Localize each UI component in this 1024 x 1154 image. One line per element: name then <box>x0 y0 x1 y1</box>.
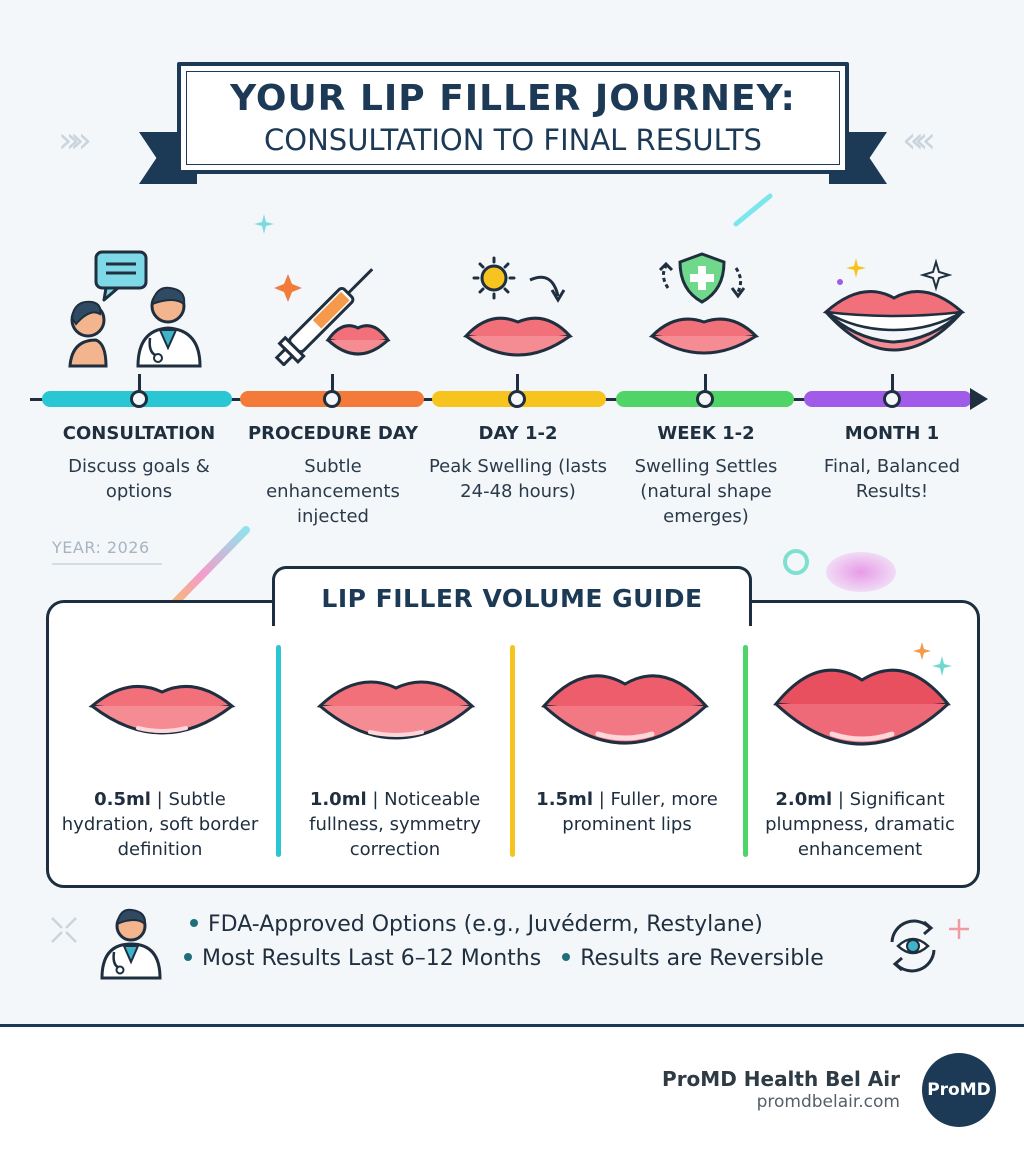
bullet-text: Most Results Last 6–12 Months <box>202 946 542 971</box>
stage-description: Peak Swelling (lasts 24-48 hours) <box>428 456 608 502</box>
bullet-results-row: Most Results Last 6–12 Months Results ar… <box>184 946 824 971</box>
divider <box>510 645 515 857</box>
sparkle-icon <box>254 214 274 234</box>
page-title: YOUR LIP FILLER JOURNEY: <box>230 78 796 119</box>
divider <box>276 645 281 857</box>
volume-item: 1.5ml | Fuller, more prominent lips <box>536 789 718 835</box>
timeline-arrow-icon <box>970 388 988 410</box>
volume-guide-tab <box>272 566 752 626</box>
year-label: YEAR: 2026 <box>52 538 150 557</box>
lips-icon <box>325 324 391 356</box>
consultation-icon <box>68 250 202 368</box>
brand-name: ProMD Health Bel Air <box>662 1067 900 1091</box>
timeline-node <box>883 390 901 408</box>
chevron-left-decoration: »» <box>58 120 92 161</box>
ring-decoration <box>783 549 809 575</box>
bullet-dot <box>190 919 198 927</box>
title-banner: YOUR LIP FILLER JOURNEY: CONSULTATION TO… <box>139 62 887 184</box>
stage-description: Discuss goals & options <box>68 456 210 502</box>
volume-item: 0.5ml | Subtle hydration, soft border de… <box>61 789 259 860</box>
timeline-node <box>323 390 341 408</box>
volume-amount: 1.0ml <box>309 789 367 810</box>
timeline-stem <box>138 374 141 390</box>
lips-1-0ml-icon <box>316 680 476 740</box>
bullet-dot <box>562 953 571 961</box>
bullet-text: FDA-Approved Options (e.g., Juvéderm, Re… <box>208 912 763 937</box>
timeline-stem <box>891 374 894 390</box>
volume-description: Noticeable fullness, symmetry correction <box>309 789 481 860</box>
glow-streak-decoration <box>733 193 773 227</box>
footer-divider <box>0 1024 1024 1027</box>
volume-amount: 2.0ml <box>775 789 833 810</box>
volume-guide-tab-join <box>275 598 749 606</box>
glow-decoration <box>826 552 896 592</box>
divider <box>743 645 748 857</box>
year-underline <box>52 563 162 565</box>
timeline-node <box>130 390 148 408</box>
lips-0-5ml-icon <box>88 684 236 735</box>
footer <box>0 1027 1024 1154</box>
stage-title: WEEK 1-2 <box>657 423 755 444</box>
chevron-right-decoration: «« <box>902 120 936 161</box>
title-box: YOUR LIP FILLER JOURNEY: CONSULTATION TO… <box>177 62 849 174</box>
timeline <box>30 374 994 420</box>
volume-guide-title: LIP FILLER VOLUME GUIDE <box>321 584 703 613</box>
syringe-icon <box>274 268 391 366</box>
volume-description: Significant plumpness, dramatic enhancem… <box>765 789 955 860</box>
volume-description: Fuller, more prominent lips <box>562 789 718 835</box>
volume-item: 1.0ml | Noticeable fullness, symmetry co… <box>309 789 481 860</box>
volume-amount: 0.5ml <box>94 789 151 810</box>
timeline-node <box>508 390 526 408</box>
cross-decoration <box>51 917 77 943</box>
plus-decoration <box>949 919 969 939</box>
bullet-dot <box>184 953 192 961</box>
volume-amount: 1.5ml <box>536 789 593 810</box>
timeline-node <box>696 390 714 408</box>
reversible-eye-icon <box>890 919 936 973</box>
lips-2-0ml-icon <box>773 668 951 746</box>
sun-icon <box>462 256 574 357</box>
logo-text: ProMD <box>927 1080 991 1100</box>
timeline-stem <box>331 374 334 390</box>
bullet-fda-approved: FDA-Approved Options (e.g., Juvéderm, Re… <box>190 912 763 937</box>
volume-item: 2.0ml | Significant plumpness, dramatic … <box>765 789 955 860</box>
lips-1-5ml-icon <box>541 674 709 745</box>
sparkle-icon <box>913 642 952 676</box>
brand-logo: ProMD <box>922 1053 996 1127</box>
stage-description: Swelling Settles (natural shape emerges) <box>634 456 778 527</box>
shield-icon <box>648 252 760 355</box>
doctor-icon <box>100 908 162 980</box>
bullet-text: Results are Reversible <box>580 946 824 971</box>
stage-title: MONTH 1 <box>844 423 940 444</box>
stage-description: Subtle enhancements injected <box>266 456 400 527</box>
page-subtitle: CONSULTATION TO FINAL RESULTS <box>264 123 762 157</box>
stage-title: CONSULTATION <box>62 423 216 444</box>
stage-description: Final, Balanced Results! <box>823 456 961 502</box>
timeline-stem <box>704 374 707 390</box>
volume-description: Subtle hydration, soft border definition <box>61 789 259 860</box>
brand-url[interactable]: promdbelair.com <box>756 1092 900 1112</box>
timeline-stem <box>516 374 519 390</box>
stage-title: DAY 1-2 <box>478 423 558 444</box>
sparkle-lips-icon <box>822 258 966 352</box>
stage-title: PROCEDURE DAY <box>247 423 419 444</box>
